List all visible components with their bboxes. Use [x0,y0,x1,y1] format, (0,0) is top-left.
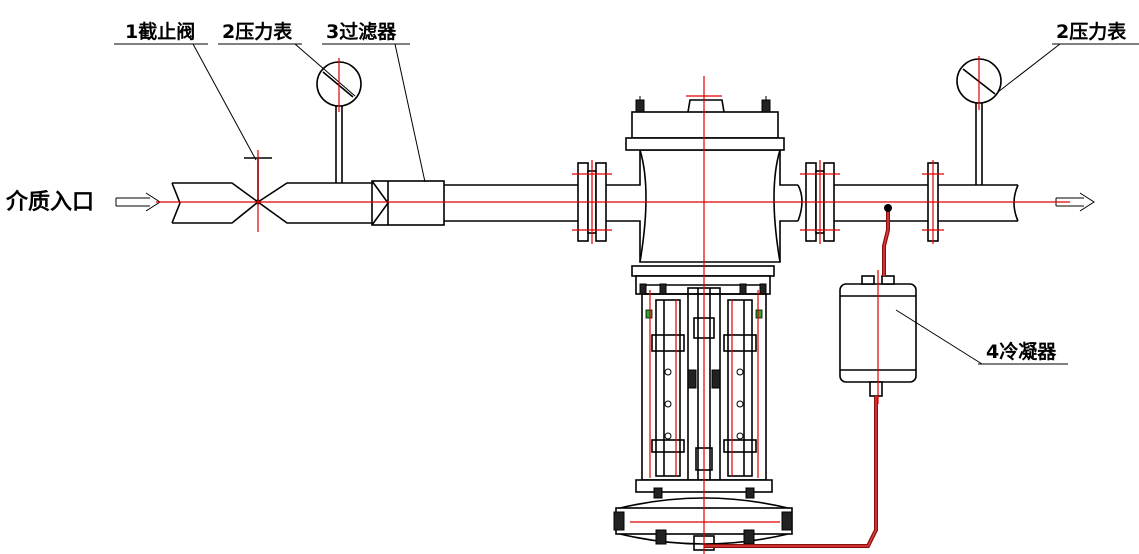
label-pressure-gauge-inlet-text: 2压力表 [222,20,293,43]
actuator [631,265,775,485]
pipe-to-valve [444,184,578,222]
diaphragm-housing [613,479,793,551]
valve-body [632,149,798,263]
outlet-flow-arrow-icon [1055,192,1095,212]
label-stop-valve: 1截止阀 [114,20,257,161]
label-stop-valve-text: 1截止阀 [125,20,195,43]
label-pressure-gauge-outlet: 2压力表 [997,20,1139,93]
label-condenser-text: 4冷凝器 [986,340,1057,363]
label-pressure-gauge-inlet: 2压力表 [218,20,356,97]
label-filter: 3过滤器 [322,21,426,183]
label-medium-inlet-text: 介质入口 [5,189,94,215]
filter [371,180,445,226]
inlet-pipe [171,182,260,224]
centerlines [156,56,1070,554]
valve-bonnet [625,96,785,151]
label-filter-text: 3过滤器 [326,21,397,43]
label-medium-inlet: 介质入口 [5,189,94,215]
label-condenser: 4冷凝器 [895,309,1068,365]
impulse-tube [704,204,892,548]
inlet-flow-arrow-icon [115,192,161,212]
stop-valve [244,157,372,224]
label-pressure-gauge-outlet-text: 2压力表 [1056,20,1127,43]
